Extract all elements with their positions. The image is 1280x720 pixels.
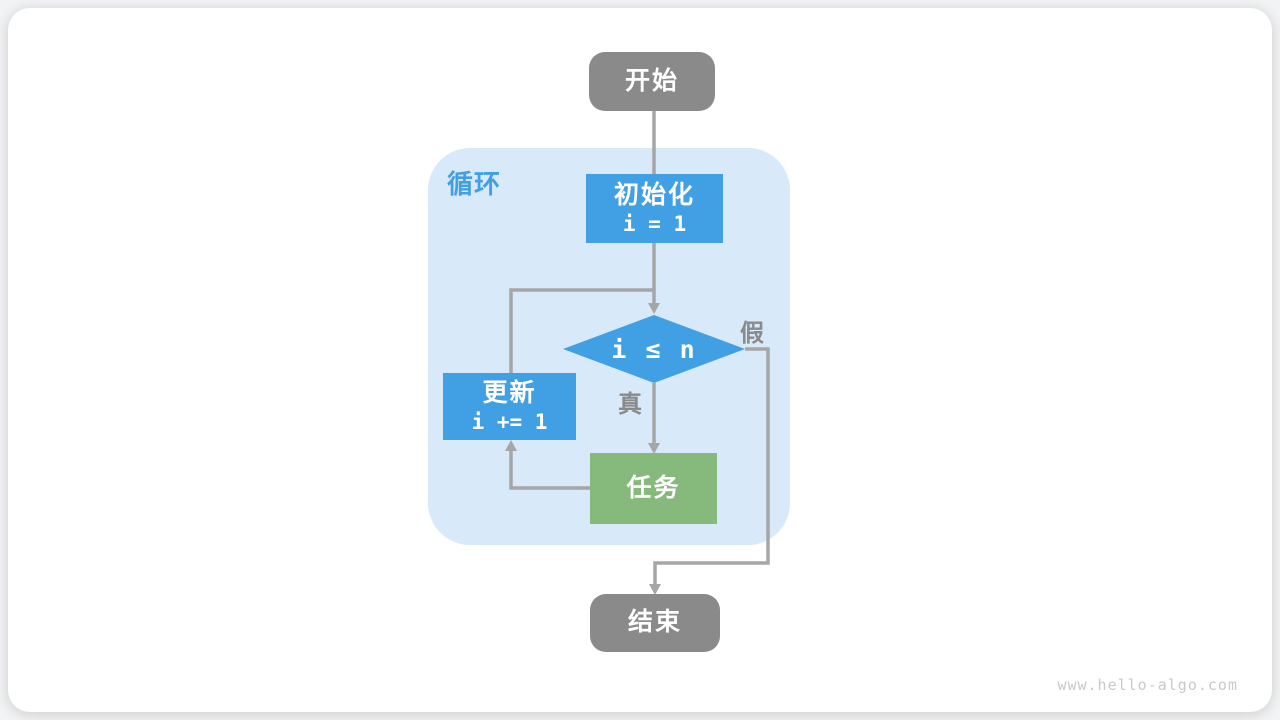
watermark: www.hello-algo.com <box>1057 676 1238 694</box>
end-node-label: 结束 <box>627 608 682 637</box>
condition-node-code: i ≤ n <box>611 334 697 364</box>
true-branch-label: 真 <box>618 391 642 418</box>
end-node: 结束 <box>590 594 720 652</box>
update-node-code: i += 1 <box>471 409 548 434</box>
task-node: 任务 <box>590 453 717 524</box>
start-node: 开始 <box>589 52 715 111</box>
loop-container-label: 循环 <box>447 169 502 199</box>
init-node-code: i = 1 <box>622 211 687 236</box>
update-node-title: 更新 <box>482 379 537 408</box>
init-node: 初始化 i = 1 <box>586 174 723 243</box>
init-node-title: 初始化 <box>613 181 695 210</box>
task-node-label: 任务 <box>626 473 681 502</box>
false-branch-label: 假 <box>740 320 764 347</box>
start-node-label: 开始 <box>624 66 679 95</box>
update-node: 更新 i += 1 <box>443 373 576 440</box>
